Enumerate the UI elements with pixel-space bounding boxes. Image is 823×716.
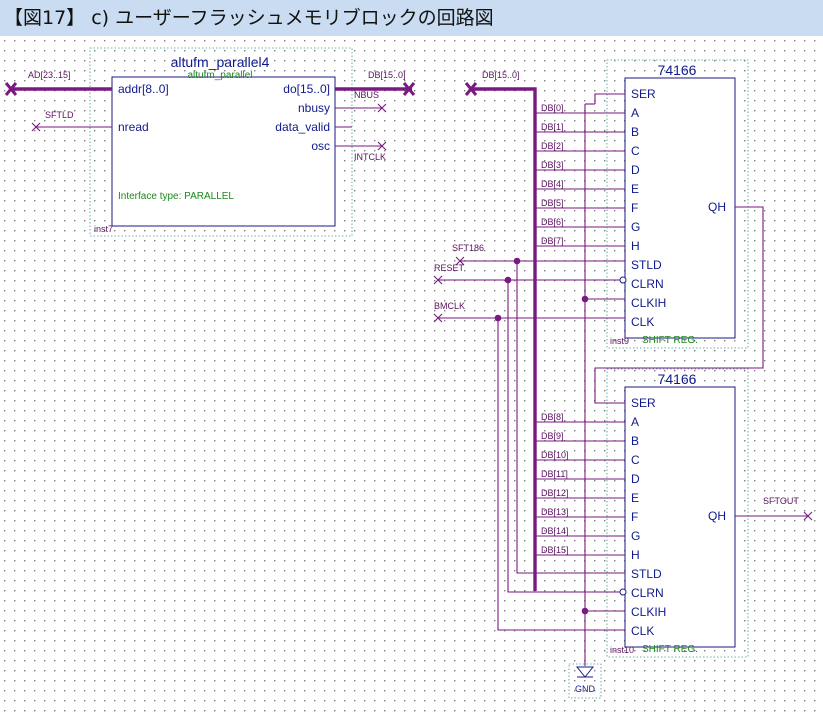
shift-pin-label: E [631, 182, 639, 196]
gnd-label: GND [575, 684, 596, 694]
db-tap-label[interactable]: DB[2] [541, 141, 564, 151]
db-tap-label[interactable]: DB[13] [541, 507, 569, 517]
altufm-port-osc: osc [311, 139, 330, 153]
net-label-sftout[interactable]: SFTOUT [763, 496, 799, 506]
net-label-nbus[interactable]: NBUS [354, 90, 379, 100]
shift-pin-label: B [631, 125, 639, 139]
shift-pin-label: CLKIH [631, 296, 666, 310]
shift-upper-desc: SHIFT REG. [642, 335, 698, 346]
db-tap-label[interactable]: DB[3] [541, 160, 564, 170]
net-label-sftld[interactable]: SFTLD [45, 110, 74, 120]
altufm-wires [4, 82, 416, 151]
shift-pin-label: A [631, 106, 639, 120]
shift-pin-label: H [631, 548, 640, 562]
db-tap-label[interactable]: DB[1] [541, 122, 564, 132]
shift-pin-label: H [631, 239, 640, 253]
schematic-canvas: altufm_parallel4 altufm_parallel addr[8.… [0, 36, 823, 716]
shift-pin-label: CLK [631, 315, 654, 329]
altufm-name: altufm_parallel4 [171, 54, 270, 70]
figure-title: 【図17】 c) ユーザーフラッシュメモリブロックの回路図 [4, 7, 494, 29]
shift-upper-instance: inst9 [610, 336, 629, 346]
shift-lower-part: 74166 [658, 371, 697, 387]
db-tap-label[interactable]: DB[8] [541, 412, 564, 422]
shift-lower-instance: inst10 [610, 645, 634, 655]
shift-pin-label: A [631, 415, 639, 429]
altufm-block[interactable]: altufm_parallel4 altufm_parallel addr[8.… [89, 47, 353, 237]
altufm-instance: inst7 [94, 224, 113, 234]
shift-pin-label: D [631, 472, 640, 486]
altufm-interface: Interface type: PARALLEL [118, 191, 234, 202]
shift-pin-label: E [631, 491, 639, 505]
db-tap-label[interactable]: DB[10] [541, 450, 569, 460]
shift-pin-label: F [631, 510, 638, 524]
db-tap-label[interactable]: DB[11] [541, 469, 568, 479]
db-tap-label[interactable]: DB[15] [541, 545, 569, 555]
net-label-sft186[interactable]: SFT186 [452, 243, 484, 253]
db-tap-label[interactable]: DB[7] [541, 236, 564, 246]
net-label-bmclk[interactable]: BMCLK [434, 301, 465, 311]
altufm-port-do: do[15..0] [283, 82, 330, 96]
net-label-intclk[interactable]: INTCLK [354, 152, 386, 162]
shift-pin-label: G [631, 220, 640, 234]
control-wiring [433, 93, 813, 666]
shift-pin-label: C [631, 144, 640, 158]
shift-pin-label: F [631, 201, 638, 215]
altufm-subname: altufm_parallel [187, 70, 252, 81]
shift-pin-label: CLKIH [631, 605, 666, 619]
shift-pin-label: D [631, 163, 640, 177]
db-tap-label[interactable]: DB[14] [541, 526, 569, 536]
db-tap-label[interactable]: DB[5] [541, 198, 564, 208]
net-label-reset[interactable]: RESET [434, 263, 465, 273]
net-label-db-out[interactable]: DB[15..0] [368, 70, 406, 80]
shift-pin-label: CLRN [631, 277, 664, 291]
db-bus [464, 82, 537, 591]
shift-upper-pin-qh: QH [708, 200, 726, 214]
db-tap-label[interactable]: DB[0] [541, 103, 564, 113]
shift-lower-pin-qh: QH [708, 509, 726, 523]
db-tap-label[interactable]: DB[4] [541, 179, 564, 189]
altufm-port-addr: addr[8..0] [118, 82, 169, 96]
db-taps-lower: DB[8] DB[9] DB[10] DB[11] DB[12] DB[13] DB[14]… [535, 412, 625, 556]
shift-pin-label: CLRN [631, 586, 664, 600]
gnd-symbol: GND [568, 663, 602, 699]
net-label-db-bus[interactable]: DB[15..0] [482, 70, 520, 80]
altufm-port-nbusy: nbusy [298, 101, 330, 115]
shift-pin-label: B [631, 434, 639, 448]
shift-pin-label: C [631, 453, 640, 467]
altufm-port-nread: nread [118, 120, 149, 134]
db-taps-upper: DB[0] DB[1] DB[2] DB[3] DB[4] DB[5] DB[6] DB[7] [535, 103, 625, 247]
db-tap-label[interactable]: DB[12] [541, 488, 569, 498]
shift-pin-label: STLD [631, 258, 662, 272]
shift-pin-label: STLD [631, 567, 662, 581]
altufm-port-data-valid: data_valid [275, 120, 330, 134]
shift-pin-label: SER [631, 87, 656, 101]
net-label-ad[interactable]: AD[23..15] [28, 70, 71, 80]
shift-pin-label: SER [631, 396, 656, 410]
shift-pin-label: G [631, 529, 640, 543]
db-tap-label[interactable]: DB[6] [541, 217, 564, 227]
shift-lower-desc: SHIFT REG. [642, 644, 698, 655]
db-tap-label[interactable]: DB[9] [541, 431, 564, 441]
shift-pin-label: CLK [631, 624, 654, 638]
shift-upper-part: 74166 [658, 62, 697, 78]
